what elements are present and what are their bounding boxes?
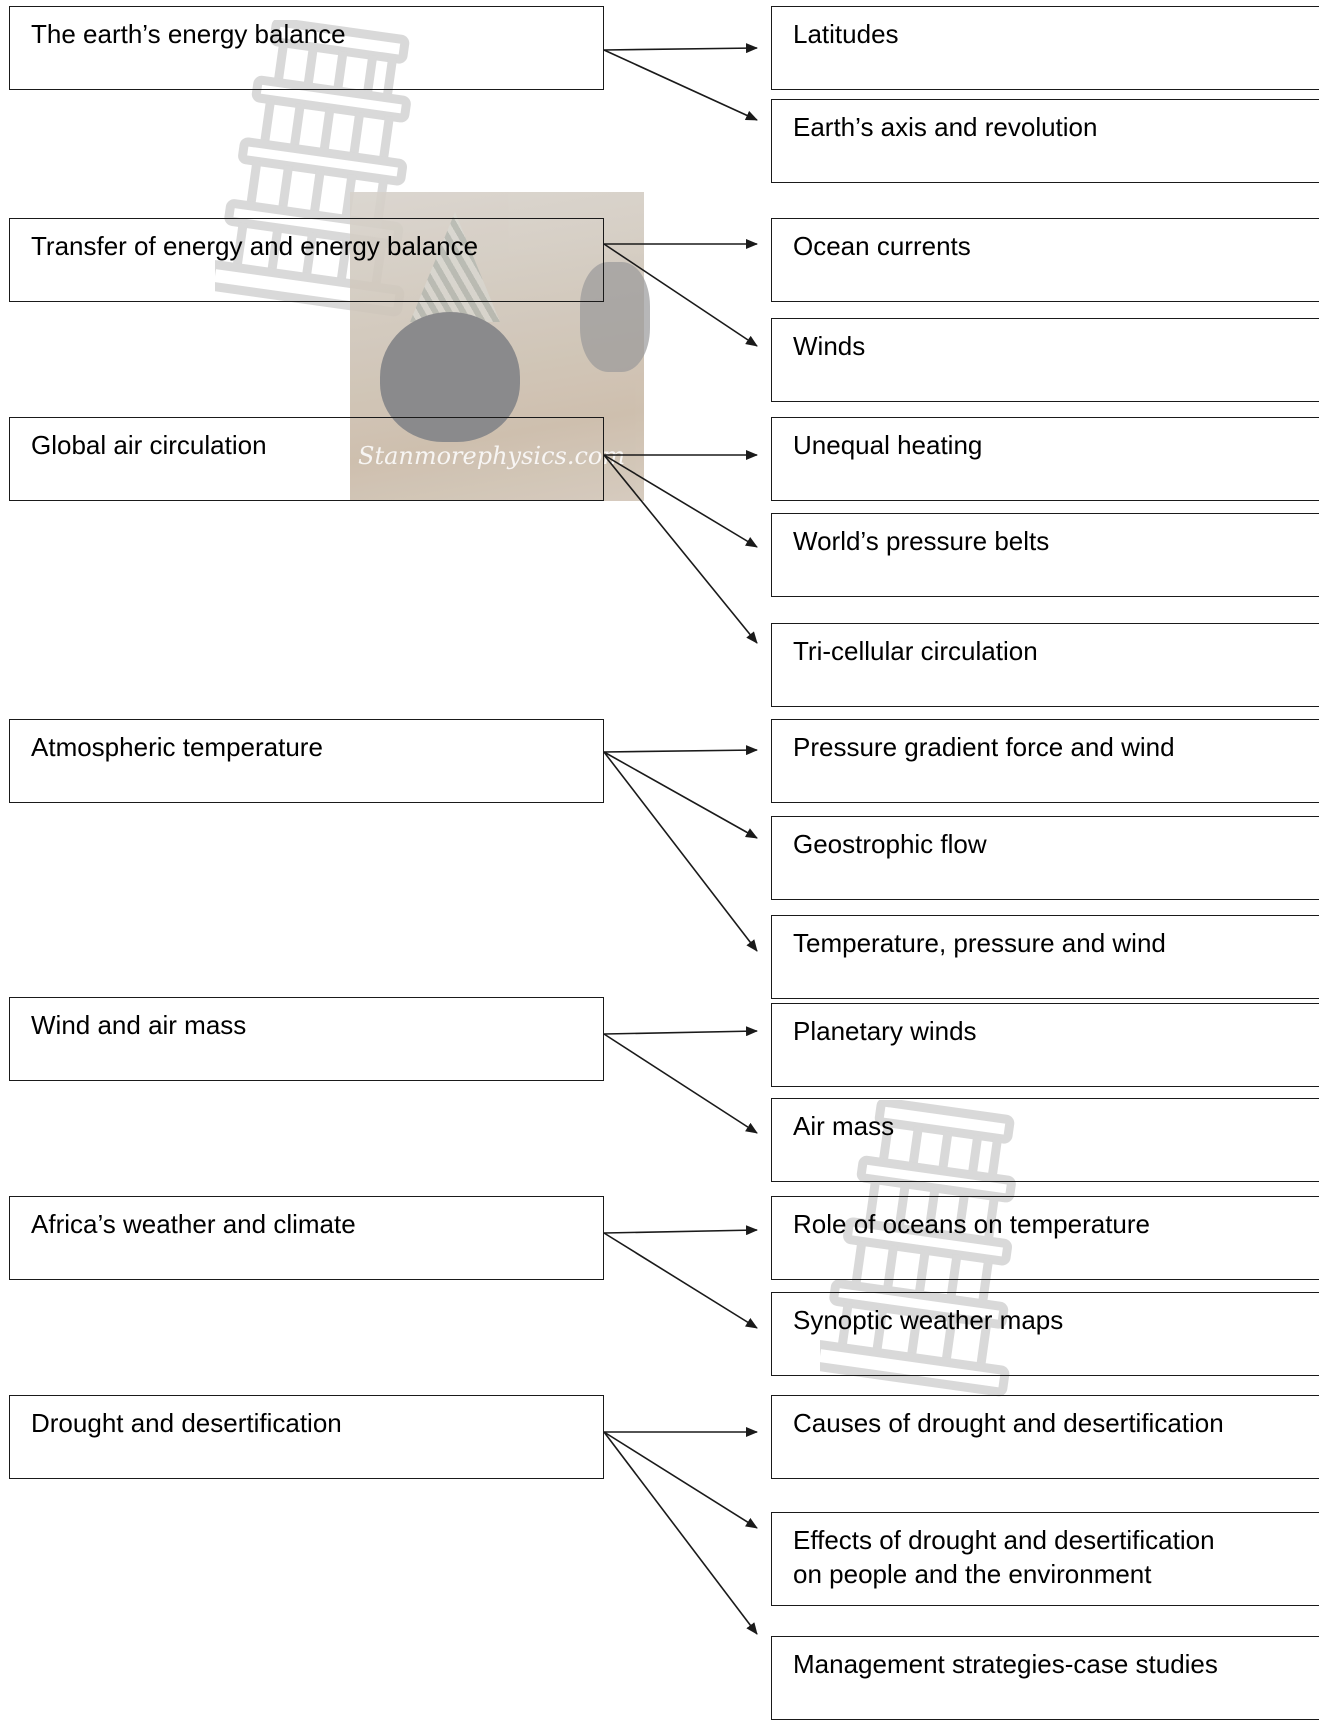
topic-box-global-air-circulation: Global air circulation [9,417,604,501]
connector-arrow [603,751,758,839]
plant-pot [380,312,520,442]
subtopic-box-pressure-gradient: Pressure gradient force and wind [771,719,1319,803]
subtopic-box-drought-effects: Effects of drought and desertification o… [771,1512,1319,1606]
plant-photo-watermark: Stanmorephysics.com [350,192,650,501]
subtopic-box-management-strategies: Management strategies-case studies [771,1636,1319,1720]
connector-arrow [603,1225,758,1236]
topic-box-energy-balance: The earth’s energy balance [9,6,604,90]
topic-box-energy-transfer: Transfer of energy and energy balance [9,218,604,302]
subtopic-box-latitudes: Latitudes [771,6,1319,90]
drought-effects-line-1: Effects of drought and desertification [793,1525,1215,1555]
subtopic-box-air-mass: Air mass [771,1098,1319,1182]
subtopic-box-ocean-currents: Ocean currents [771,218,1319,302]
topic-box-drought: Drought and desertification [9,1395,604,1479]
subtopic-box-role-of-oceans: Role of oceans on temperature [771,1196,1319,1280]
connector-arrow [603,49,758,121]
subtopic-box-geostrophic: Geostrophic flow [771,816,1319,900]
topic-box-africa-weather: Africa’s weather and climate [9,1196,604,1280]
tower-watermark-icon-2 [820,1100,1016,1397]
drought-effects-line-2: on people and the environment [793,1559,1152,1589]
connector-arrow [603,1026,758,1037]
subtopic-box-planetary-winds: Planetary winds [771,1003,1319,1087]
connector-arrow [603,43,758,54]
subtopic-box-pressure-belts: World’s pressure belts [771,513,1319,597]
connector-arrow [603,751,758,952]
connector-arrow [603,1431,758,1529]
topic-box-atmospheric-temperature: Atmospheric temperature [9,719,604,803]
subtopic-box-synoptic-maps: Synoptic weather maps [771,1292,1319,1376]
connector-arrow [603,1232,758,1329]
watermark-text: Stanmorephysics.com [358,442,626,470]
subtopic-box-tri-cellular: Tri-cellular circulation [771,623,1319,707]
topic-box-wind-air-mass: Wind and air mass [9,997,604,1081]
connector-arrow [603,1431,758,1635]
subtopic-box-unequal-heating: Unequal heating [771,417,1319,501]
subtopic-box-winds: Winds [771,318,1319,402]
subtopic-box-earth-axis: Earth’s axis and revolution [771,99,1319,183]
connector-arrow [603,1033,758,1134]
tower-watermark-icon [215,20,411,317]
connector-arrow [603,745,758,756]
subtopic-box-drought-causes: Causes of drought and desertification [771,1395,1319,1479]
subtopic-box-temp-pressure-wind: Temperature, pressure and wind [771,915,1319,999]
